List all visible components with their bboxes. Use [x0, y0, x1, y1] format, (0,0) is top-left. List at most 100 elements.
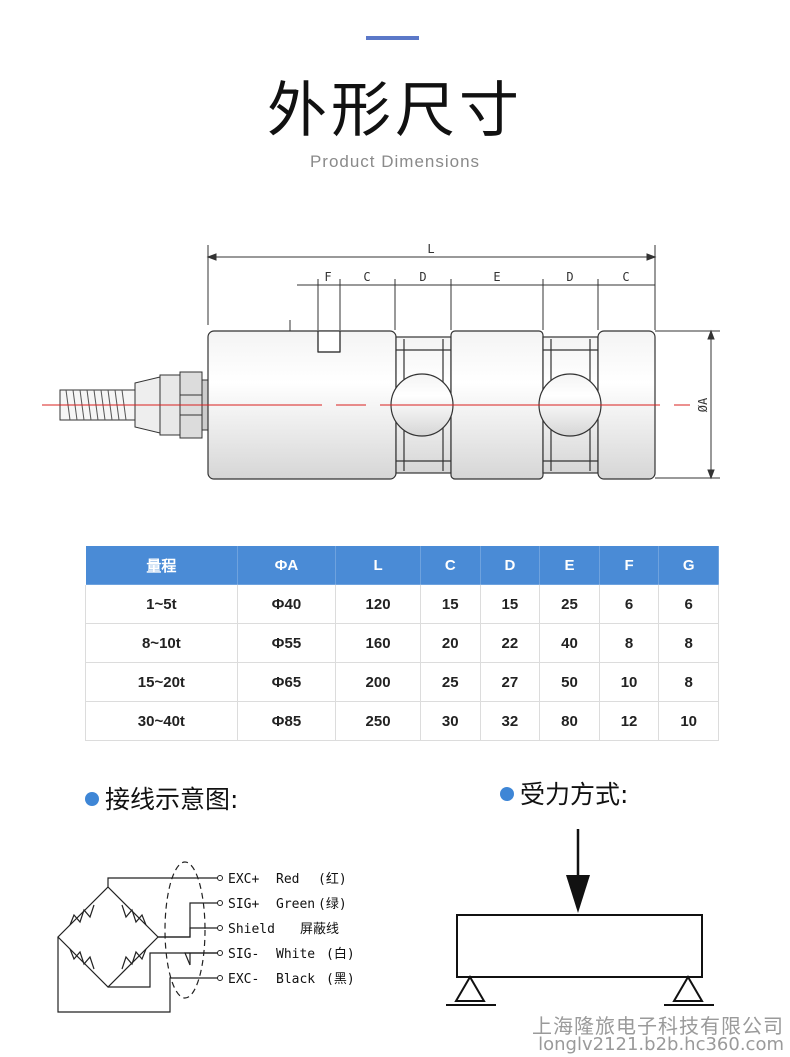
watermark-company: 上海隆旅电子科技有限公司	[532, 1014, 784, 1038]
label-C1: C	[363, 270, 370, 284]
wiring-heading: 接线示意图:	[85, 780, 238, 816]
svg-text:SIG+: SIG+	[228, 897, 259, 912]
table-cell: 10	[658, 701, 719, 741]
table-cell: Ф85	[236, 701, 337, 741]
svg-text:Green: Green	[276, 897, 315, 912]
svg-text:(绿): (绿)	[318, 897, 347, 912]
label-D2: D	[566, 270, 573, 284]
table-header: C	[419, 545, 481, 585]
svg-text:EXC-: EXC-	[228, 972, 259, 987]
wiring-diagram: EXC+ Red (红) SIG+ Green (绿) Shield 屏蔽线 S…	[57, 861, 355, 1013]
wire-color: White	[276, 947, 315, 962]
table-row: 30~40t Ф85 250 30 32 80 12 10	[85, 701, 719, 741]
table-cell: 250	[335, 701, 421, 741]
table-cell: Ф55	[236, 623, 337, 663]
wire-signal: Shield	[228, 922, 275, 937]
table-cell: 25	[539, 584, 600, 624]
label-D1: D	[419, 270, 426, 284]
table-cell: 32	[479, 701, 541, 741]
table-cell: 80	[539, 701, 600, 741]
wire-signal: SIG+	[228, 897, 259, 912]
loading-title: 受力方式:	[520, 780, 629, 809]
table-cell: 27	[479, 662, 541, 702]
table-header: 量程	[85, 545, 238, 585]
wire-cn: (绿)	[318, 897, 347, 912]
support-right-icon	[672, 975, 704, 1002]
table-cell: 25	[419, 662, 481, 702]
table-header: D	[479, 545, 541, 585]
table-cell: 8	[598, 623, 660, 663]
table-row: 8~10t Ф55 160 20 22 40 8 8	[85, 623, 719, 663]
table-cell: 1~5t	[85, 584, 238, 624]
table-cell: 15~20t	[85, 662, 238, 702]
table-header: ФA	[236, 545, 337, 585]
dimension-drawing: L F C D E D C G ØA	[42, 242, 720, 480]
svg-text:White: White	[276, 947, 315, 962]
table-cell: Ф65	[236, 662, 337, 702]
wire-color: Green	[276, 897, 315, 912]
wire-signal: SIG-	[228, 947, 259, 962]
spec-table: 量程 ФA L C D E F G 1~5t Ф40 120 15 15 25 …	[85, 545, 719, 741]
watermark-url: longlv2121.b2b.hc360.com	[538, 1034, 784, 1055]
svg-text:SIG-: SIG-	[228, 947, 259, 962]
table-header-row: 量程 ФA L C D E F G	[85, 545, 719, 585]
table-cell: 22	[479, 623, 541, 663]
table-cell: 6	[658, 584, 719, 624]
svg-text:EXC+: EXC+	[228, 872, 259, 887]
wire-color: Red	[276, 872, 299, 887]
label-C2: C	[622, 270, 629, 284]
svg-text:Black: Black	[276, 972, 315, 987]
table-cell: 15	[479, 584, 541, 624]
table-cell: 30~40t	[85, 701, 238, 741]
table-cell: 8	[658, 623, 719, 663]
svg-text:(红): (红)	[318, 871, 347, 887]
wiring-title: 接线示意图:	[105, 785, 239, 814]
table-cell: 160	[335, 623, 421, 663]
wire-cn: (白)	[326, 946, 355, 962]
table-cell: 30	[419, 701, 481, 741]
wire-color: Black	[276, 972, 315, 987]
wire-cn: (红)	[318, 871, 347, 887]
table-cell: 8	[658, 662, 719, 702]
table-cell: 10	[598, 662, 660, 702]
table-cell: 12	[598, 701, 660, 741]
force-arrow-icon	[566, 875, 590, 913]
table-header: F	[598, 545, 660, 585]
wire-cn: (黑)	[326, 972, 355, 987]
beam	[456, 914, 703, 978]
svg-text:(白): (白)	[326, 946, 355, 962]
bullet-icon	[500, 787, 514, 801]
table-cell: 15	[419, 584, 481, 624]
table-cell: 8~10t	[85, 623, 238, 663]
support-left-icon	[454, 975, 486, 1002]
svg-text:Red: Red	[276, 872, 299, 887]
table-cell: 200	[335, 662, 421, 702]
label-F: F	[324, 270, 331, 284]
table-cell: 120	[335, 584, 421, 624]
label-phiA: ØA	[696, 397, 710, 412]
table-cell: 6	[598, 584, 660, 624]
table-cell: 20	[419, 623, 481, 663]
wire-signal: EXC+	[228, 872, 259, 887]
table-header: E	[539, 545, 600, 585]
loading-heading: 受力方式:	[500, 775, 628, 811]
bullet-icon	[85, 792, 99, 806]
table-cell: 50	[539, 662, 600, 702]
table-row: 1~5t Ф40 120 15 15 25 6 6	[85, 584, 719, 624]
loading-diagram	[446, 829, 714, 1006]
table-header: G	[658, 545, 719, 585]
wire-cn: 屏蔽线	[300, 922, 339, 937]
svg-text:(黑): (黑)	[326, 972, 355, 987]
wire-signal: EXC-	[228, 972, 259, 987]
page-title: 外形尺寸	[267, 76, 523, 146]
page-subtitle: Product Dimensions	[309, 152, 481, 171]
accent-bar	[366, 36, 419, 40]
svg-text:Shield: Shield	[228, 922, 275, 937]
label-L: L	[427, 242, 434, 256]
table-cell: Ф40	[236, 584, 337, 624]
table-cell: 40	[539, 623, 600, 663]
svg-text:屏蔽线: 屏蔽线	[300, 922, 339, 937]
table-row: 15~20t Ф65 200 25 27 50 10 8	[85, 662, 719, 702]
label-E: E	[493, 270, 500, 284]
table-header: L	[335, 545, 421, 585]
